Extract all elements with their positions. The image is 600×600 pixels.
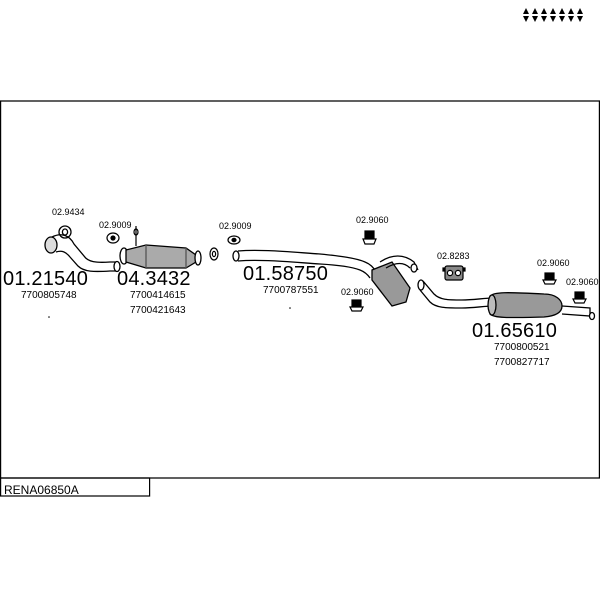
oe-number: 7700787551 [263,285,319,296]
fitting-label: 02.9009 [99,220,132,230]
front-pipe [44,234,121,273]
catalytic-converter [119,244,202,269]
hanger-icon-3 [542,272,557,285]
part-number-front-pipe: 01.21540 [3,268,89,290]
fitting-label: 02.9060 [341,287,374,297]
gasket-icon-2 [209,247,219,261]
part-number-middle-pipe: 01.58750 [243,263,329,285]
middle-silencer [371,255,419,307]
rear-pipe [417,279,495,309]
hanger-icon-2 [349,299,364,312]
oe-number: 7700414615 [130,290,186,301]
hanger-icon-1 [362,230,377,245]
fitting-label: 02.9009 [219,221,252,231]
oe-number: 7700800521 [494,342,550,353]
fitting-label: 02.8283 [437,251,470,261]
oe-number: 7700421643 [130,305,186,316]
oe-number: 7700827717 [494,357,550,368]
diagram-code-box [0,477,151,497]
rear-silencer [487,292,596,321]
gasket-icon [58,225,72,239]
brand-logo [523,8,583,22]
dot-marker [48,316,50,318]
diagram-code: RENA06850A [4,483,79,497]
hanger-icon-4 [572,291,587,304]
fitting-label: 02.9060 [537,258,570,268]
dot-marker [289,307,291,309]
bolt-icon [133,226,139,246]
mounting-rubber-icon [442,265,466,281]
fitting-label: 02.9060 [356,215,389,225]
part-number-rear-silencer: 01.65610 [472,320,558,342]
clamp-icon [106,232,120,244]
clamp-icon-2 [227,235,241,245]
oe-number: 7700805748 [21,290,77,301]
fitting-label: 02.9434 [52,207,85,217]
fitting-label: 02.9060 [566,277,599,287]
middle-pipe [232,249,377,279]
part-number-catalyst: 04.3432 [117,268,191,290]
